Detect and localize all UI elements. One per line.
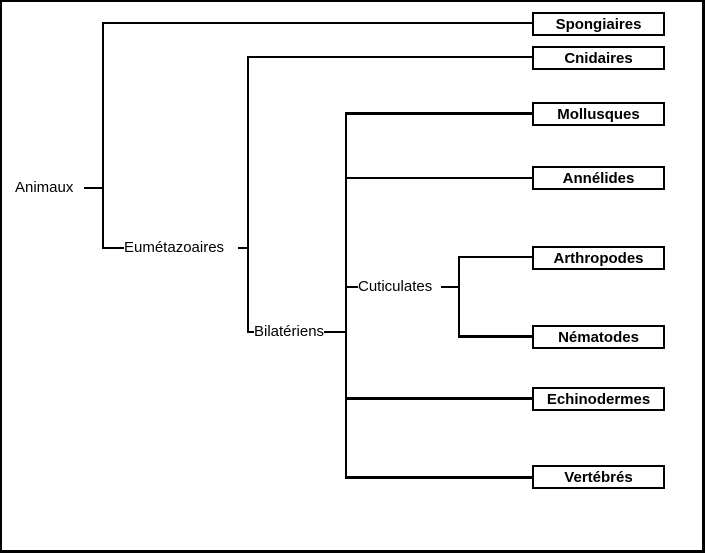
bilateriens-connector-right-line: [324, 331, 347, 333]
arthropodes-branch-line: [458, 256, 532, 258]
node-label-bilateriens: Bilatériens: [254, 323, 325, 341]
spongiaires-branch-line: [102, 22, 532, 24]
bilateriens-connector-left-line: [247, 331, 256, 333]
animaux-trunk-line: [102, 22, 104, 249]
animaux-connector-line: [84, 187, 104, 189]
node-label-animaux: Animaux: [15, 179, 74, 197]
mollusques-branch-line: [345, 112, 532, 115]
vertebres-branch-line: [345, 476, 532, 479]
annelides-branch-line: [345, 177, 532, 179]
taxon-box-mollusques: Mollusques: [532, 102, 665, 126]
taxon-box-vertebres: Vertébrés: [532, 465, 665, 489]
taxon-box-arthropodes: Arthropodes: [532, 246, 665, 270]
cuticulates-trunk-line: [458, 256, 460, 337]
eumetazoaires-connector-right-line: [238, 247, 249, 249]
cnidaires-branch-line: [247, 56, 532, 58]
taxon-box-cnidaires: Cnidaires: [532, 46, 665, 70]
taxon-box-annelides: Annélides: [532, 166, 665, 190]
taxon-box-echinodermes: Echinodermes: [532, 387, 665, 411]
taxon-box-spongiaires: Spongiaires: [532, 12, 665, 36]
cuticulates-connector-left-line: [345, 286, 359, 288]
taxon-box-nematodes: Nématodes: [532, 325, 665, 349]
node-label-cuticulates: Cuticulates: [358, 278, 433, 296]
node-label-eumetazoaires: Eumétazoaires: [124, 239, 225, 257]
bilateriens-trunk-line: [345, 112, 347, 478]
cuticulates-connector-right-line: [441, 286, 460, 288]
nematodes-branch-line: [458, 335, 532, 338]
eumetazoaires-connector-left-line: [102, 247, 124, 249]
eumetazoaires-trunk-line: [247, 56, 249, 333]
echinodermes-branch-line: [345, 397, 532, 400]
